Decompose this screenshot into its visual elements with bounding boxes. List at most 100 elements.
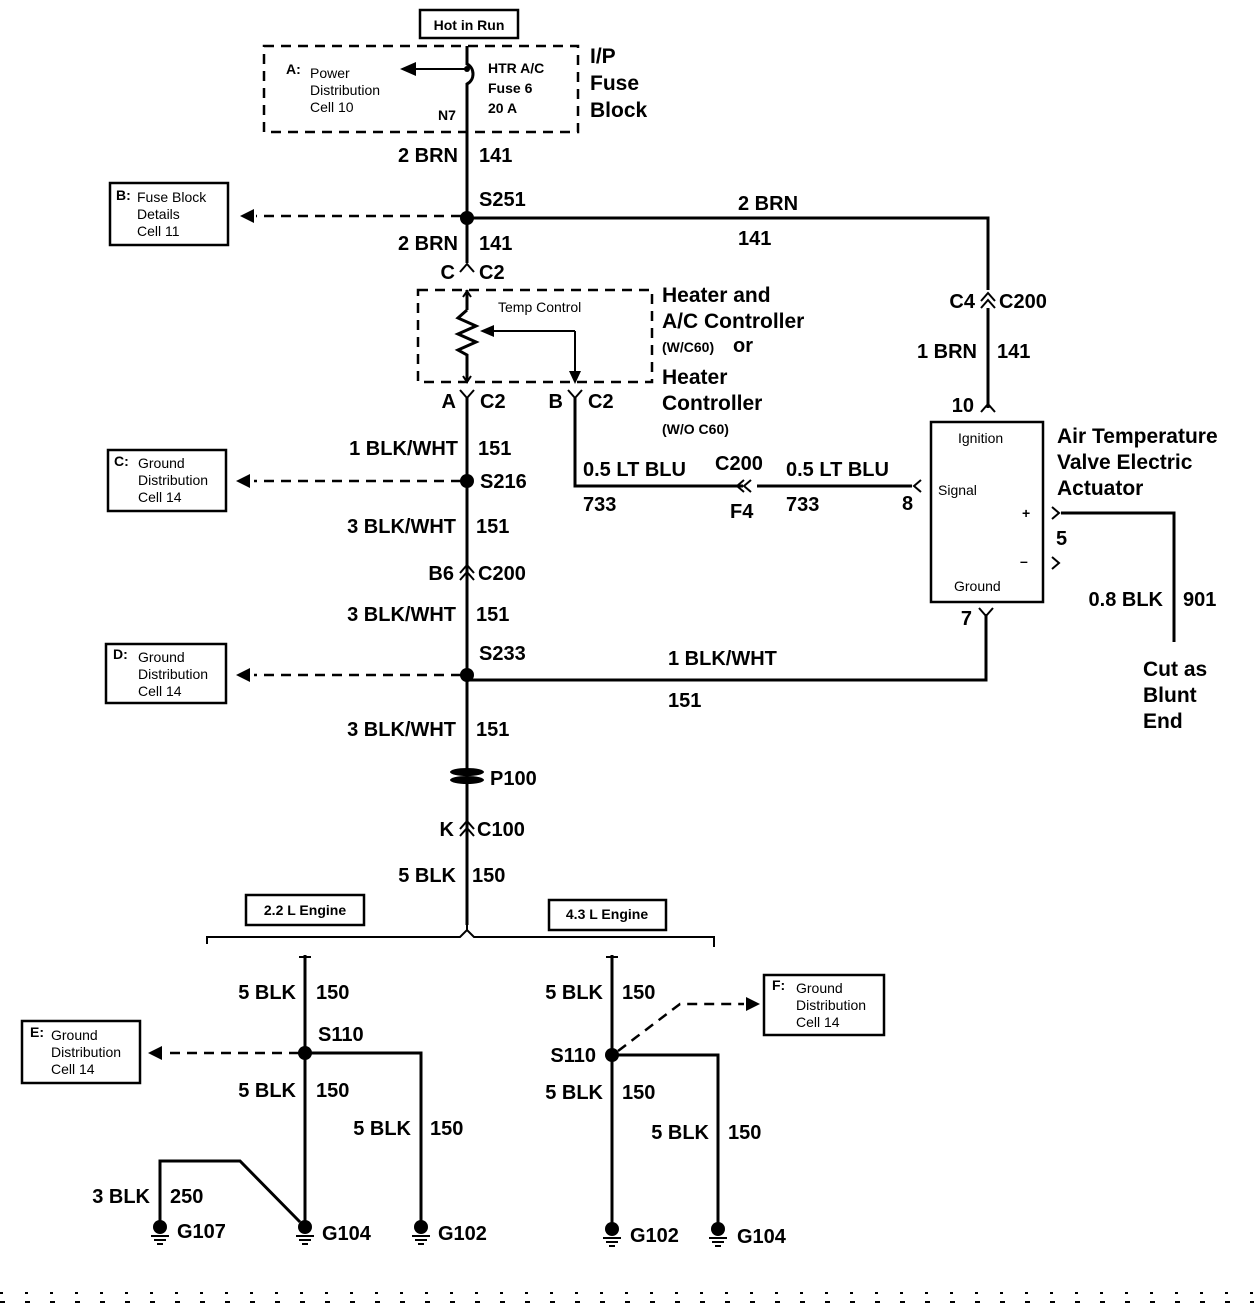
wire-w4-circuit: 151 <box>476 516 509 538</box>
splice-s110-43-label: S110 <box>550 1045 596 1067</box>
wire-w1-circuit: 141 <box>479 145 512 167</box>
ref-c-line-1: Ground <box>138 455 185 471</box>
ref-e-line-3: Cell 14 <box>51 1061 95 1077</box>
connector-c200-c4-pin: C4 <box>949 291 975 313</box>
connector-c2-a-symbol <box>459 389 475 400</box>
wire-901-label: 0.8 BLK <box>1089 589 1164 611</box>
actuator-title-1: Air Temperature <box>1057 425 1218 448</box>
fuse-label-2: Fuse 6 <box>488 80 533 96</box>
wire-e43-top-circuit: 150 <box>622 982 655 1004</box>
ref-f-arrow <box>746 997 760 1011</box>
wire-43-right <box>612 1053 720 1224</box>
ip-fuse-block: A: Power Distribution Cell 10 HTR A/C Fu… <box>262 44 648 134</box>
fuse-ref-line-1: Power <box>310 65 350 81</box>
actuator-pin-signal: 8 <box>902 493 913 515</box>
ref-d-line-3: Cell 14 <box>138 683 182 699</box>
controller-title-1: Heater and <box>662 284 771 307</box>
wire-ground-right-circuit: 151 <box>668 690 701 712</box>
wire-e22-right-circuit: 150 <box>430 1118 463 1140</box>
wire-w5-circuit: 151 <box>476 604 509 626</box>
cut-blunt-end-3: End <box>1143 710 1183 733</box>
wire-signal-left-circuit: 733 <box>583 494 616 516</box>
fuse-block-title-2: Fuse <box>590 72 639 95</box>
actuator-title-3: Actuator <box>1057 477 1143 500</box>
wire-w5-label: 3 BLK/WHT <box>347 604 456 626</box>
connector-c100-pin: K <box>440 819 455 841</box>
fuse-terminal-n7: N7 <box>438 107 456 123</box>
actuator-title-2: Valve Electric <box>1057 451 1193 474</box>
ref-f-letter: F: <box>772 977 785 993</box>
fuse-label-1: HTR A/C <box>488 60 544 76</box>
ref-b-line-1: Fuse Block <box>137 189 207 205</box>
fuse-ref-line-2: Distribution <box>310 82 380 98</box>
wire-e43-right-circuit: 150 <box>728 1122 761 1144</box>
wire-e22-top-circuit: 150 <box>316 982 349 1004</box>
controller2-title-1: Heater <box>662 366 727 389</box>
splice-s216-label: S216 <box>480 471 527 493</box>
connector-c2-b-symbol <box>567 389 583 400</box>
wire-w6-label: 3 BLK/WHT <box>347 719 456 741</box>
actuator-minus-label: – <box>1020 553 1028 569</box>
ref-b-letter: B: <box>116 187 131 203</box>
ref-f-line-3: Cell 14 <box>796 1014 840 1030</box>
ref-b-line-3: Cell 11 <box>137 223 180 239</box>
wire-e43-mid-circuit: 150 <box>622 1082 655 1104</box>
ground-g104-b-icon <box>709 1222 727 1247</box>
wire-e43-right-label: 5 BLK <box>651 1122 709 1144</box>
splice-s251-label: S251 <box>479 189 526 211</box>
air-temp-valve-actuator: Ignition Signal Ground + – <box>929 420 1045 604</box>
ground-g104-a-label: G104 <box>322 1223 372 1245</box>
pass-through-p100 <box>450 768 484 784</box>
ground-g102-b-label: G102 <box>630 1225 679 1247</box>
connector-c2-top-label: C2 <box>479 262 505 284</box>
engine-22-label: 2.2 L Engine <box>264 902 346 918</box>
fuse-ref-letter: A: <box>286 61 301 77</box>
ref-e-line-2: Distribution <box>51 1044 121 1060</box>
connector-c100-symbol <box>459 819 475 830</box>
ref-b-arrow <box>240 209 254 223</box>
wire-141-right <box>467 216 990 290</box>
engine-22-label-box: 2.2 L Engine <box>244 893 366 927</box>
connector-c200-c4-label: C200 <box>999 291 1047 313</box>
wire-w2-label: 2 BRN <box>398 233 458 255</box>
actuator-ignition-label: Ignition <box>958 430 1003 446</box>
actuator-plus-label: + <box>1022 505 1030 521</box>
wire-w7-circuit: 150 <box>472 865 505 887</box>
wire-right-top-label: 2 BRN <box>738 193 798 215</box>
wire-signal-right-label: 0.5 LT BLU <box>786 459 889 481</box>
wire-e22-top-label: 5 BLK <box>238 982 296 1004</box>
ref-e-line-1: Ground <box>51 1027 98 1043</box>
actuator-ground-label: Ground <box>954 578 1001 594</box>
wire-151-to-actuator <box>467 614 988 682</box>
wire-e43-top-label: 5 BLK <box>545 982 603 1004</box>
ref-b-line-2: Details <box>137 206 180 222</box>
connector-c2-top-pin: C <box>441 262 455 284</box>
wire-e43-mid-label: 5 BLK <box>545 1082 603 1104</box>
connector-c200-c4-symbol <box>980 291 996 302</box>
ref-c-line-2: Distribution <box>138 472 208 488</box>
wire-w3-label: 1 BLK/WHT <box>349 438 458 460</box>
ref-c-line-3: Cell 14 <box>138 489 182 505</box>
connector-c200-f4-name: C200 <box>715 453 763 475</box>
wire-e22-mid-label: 5 BLK <box>238 1080 296 1102</box>
wire-e22-mid-circuit: 150 <box>316 1080 349 1102</box>
ref-d-letter: D: <box>113 646 128 662</box>
wire-e22-g107-circuit: 250 <box>170 1186 203 1208</box>
ref-d-arrow <box>236 668 250 682</box>
ref-f-line-2: Distribution <box>796 997 866 1013</box>
connector-c2-a-label: C2 <box>480 391 506 413</box>
ground-g104-a-icon <box>296 1220 314 1245</box>
connector-c2-b-label: C2 <box>588 391 614 413</box>
ground-g104-b-label: G104 <box>737 1226 787 1248</box>
power-dist-arrow-head <box>400 62 416 76</box>
connector-c200-f4-pin: F4 <box>730 501 754 523</box>
splice-s110-22-label: S110 <box>318 1024 364 1046</box>
engine-43-label-box: 4.3 L Engine <box>547 898 668 932</box>
ref-e-arrow <box>148 1046 162 1060</box>
connector-c200-b6-symbol <box>459 563 475 574</box>
ground-g102-a-label: G102 <box>438 1223 487 1245</box>
connector-c200-b6-pin: B6 <box>428 563 454 585</box>
wire-w2-circuit: 141 <box>479 233 512 255</box>
actuator-pin-ignition: 10 <box>952 395 974 417</box>
hot-in-run-label: Hot in Run <box>434 17 505 33</box>
